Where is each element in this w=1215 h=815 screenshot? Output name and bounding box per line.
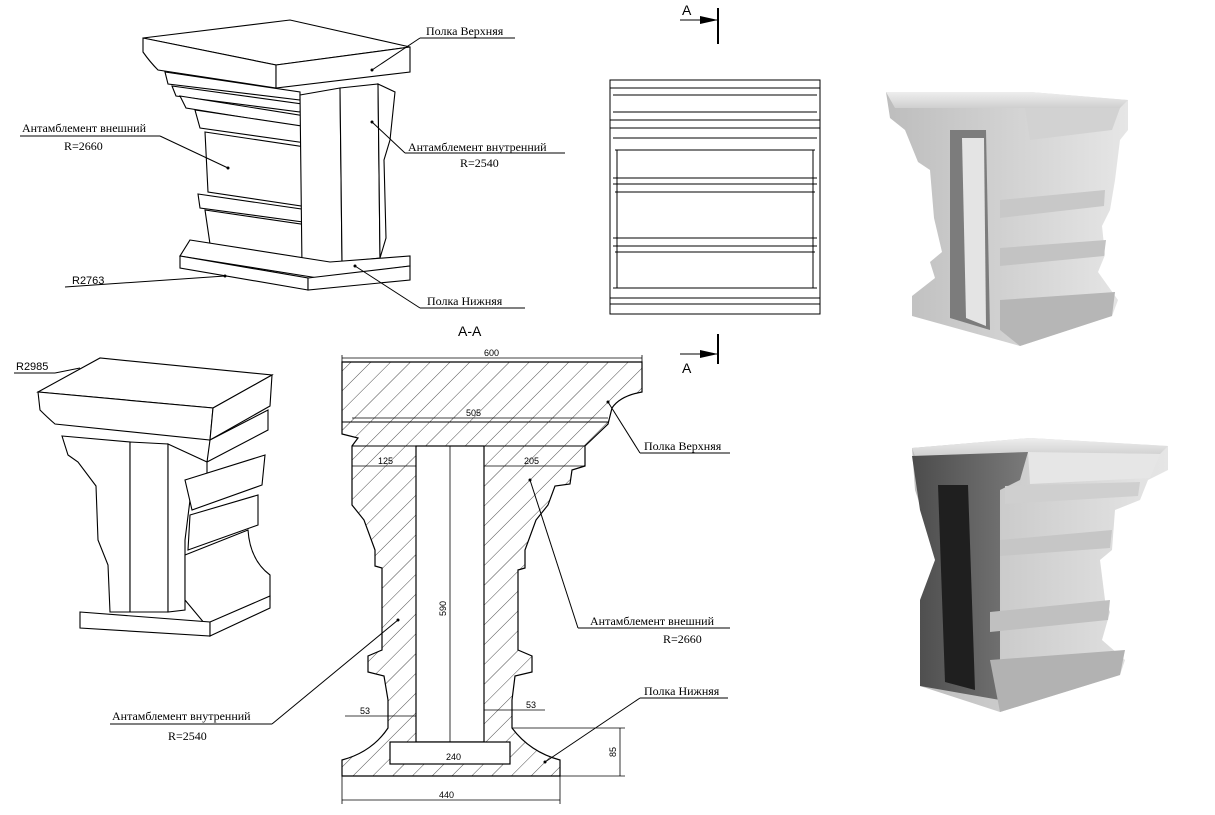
front-elevation xyxy=(609,8,821,364)
isometric-view-bottom xyxy=(14,357,274,637)
render-bottom-right xyxy=(912,438,1168,712)
dim-wall-left: 53 xyxy=(360,706,370,716)
section-marker-bottom: A xyxy=(682,360,692,376)
label-top-shelf-2: Полка Верхняя xyxy=(644,439,722,453)
dim-right-step: 205 xyxy=(524,456,539,466)
section-title: А-А xyxy=(458,323,482,339)
isometric-view-top xyxy=(20,19,565,309)
dim-base-height: 85 xyxy=(608,747,618,757)
label-inner-radius-1: R=2540 xyxy=(460,156,499,170)
label-bottom-shelf-2: Полка Нижняя xyxy=(644,684,720,698)
dim-width-shelf: 505 xyxy=(466,408,481,418)
section-marker-top: A xyxy=(682,2,692,18)
dim-wall-right: 53 xyxy=(526,700,536,710)
label-outer-entablature-2: Антамблемент внешний xyxy=(590,614,715,628)
render-top-right xyxy=(886,92,1128,346)
dim-base-width: 440 xyxy=(439,790,454,800)
section-a-a xyxy=(110,355,730,804)
dim-inner-width: 240 xyxy=(446,752,461,762)
label-top-shelf-1: Полка Верхняя xyxy=(426,24,504,38)
dim-height: 590 xyxy=(438,601,448,616)
label-inner-radius-2: R=2540 xyxy=(168,729,207,743)
label-bottom-shelf-1: Полка Нижняя xyxy=(427,294,503,308)
label-top-radius: R2985 xyxy=(16,361,48,373)
label-inner-entablature-1: Антамблемент внутренний xyxy=(408,140,547,154)
label-outer-entablature-1: Антамблемент внешний xyxy=(22,121,147,135)
dim-width-total: 600 xyxy=(484,348,499,358)
label-outer-radius-2: R=2660 xyxy=(663,632,702,646)
label-outer-radius-1: R=2660 xyxy=(64,139,103,153)
label-inner-entablature-2: Антамблемент внутренний xyxy=(112,709,251,723)
dim-left-step: 125 xyxy=(378,456,393,466)
label-base-radius: R2763 xyxy=(72,275,104,287)
